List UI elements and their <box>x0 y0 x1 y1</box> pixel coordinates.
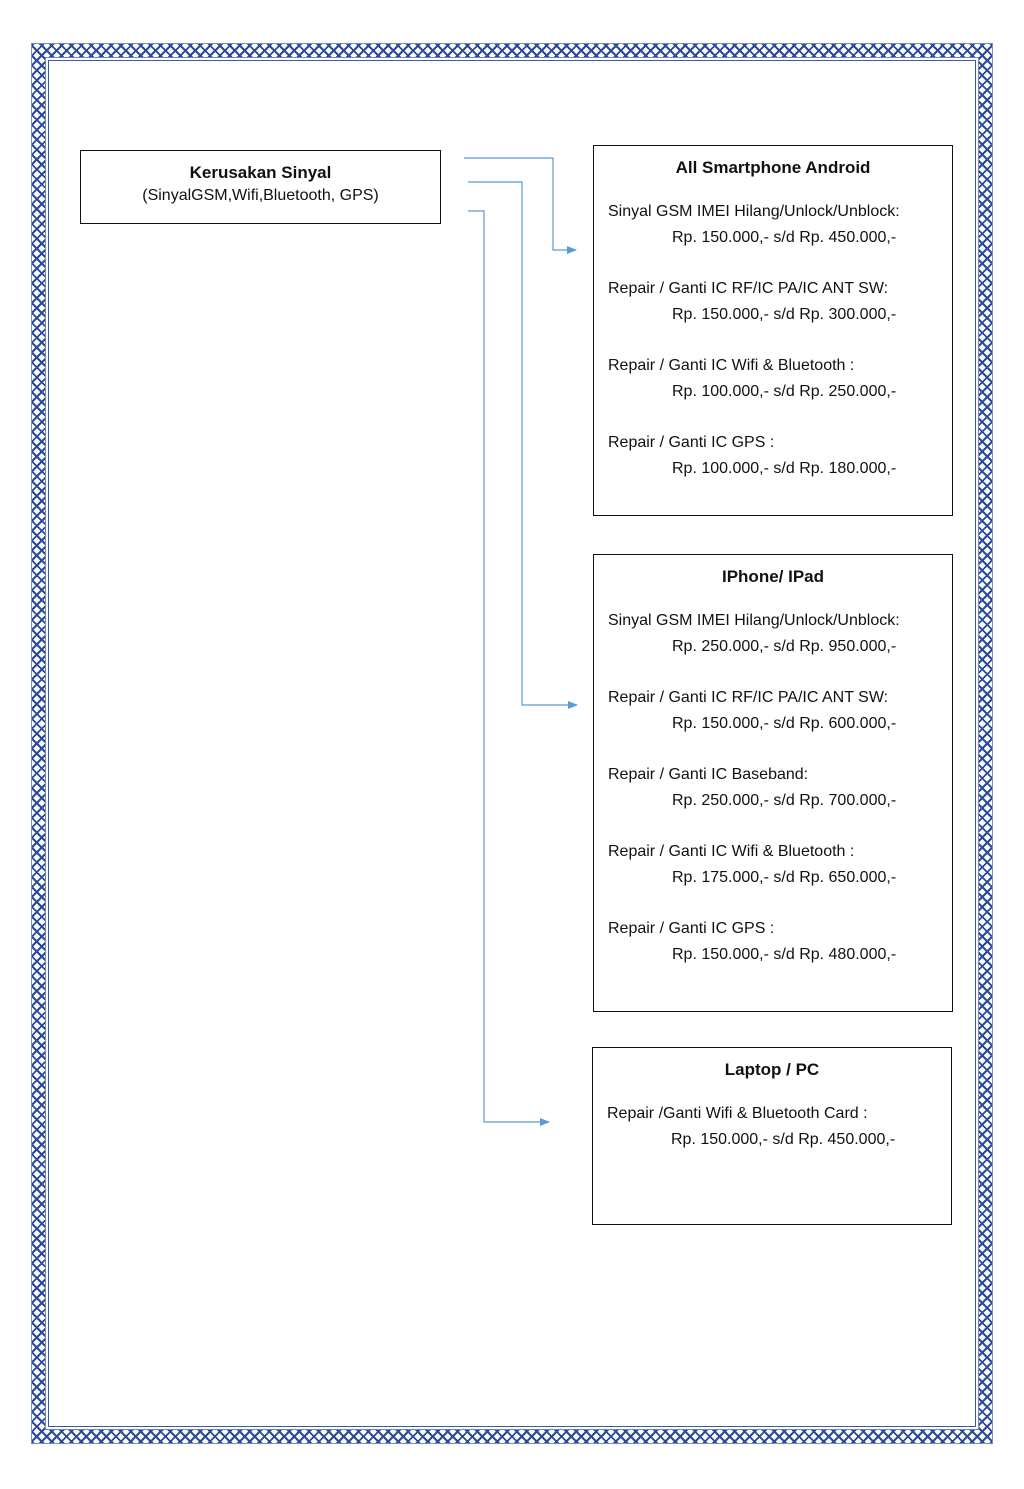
android-service-item: Repair / Ganti IC GPS : Rp. 100.000,- s/… <box>608 430 952 482</box>
service-price: Rp. 175.000,- s/d Rp. 650.000,- <box>672 869 897 886</box>
source-node-title: Kerusakan Sinyal <box>189 163 332 182</box>
service-price: Rp. 150.000,- s/d Rp. 450.000,- <box>671 1131 896 1148</box>
service-price: Rp. 150.000,- s/d Rp. 600.000,- <box>672 715 897 732</box>
service-name: Sinyal GSM IMEI Hilang/Unlock/Unblock: <box>608 612 900 629</box>
iphone-service-item: Repair / Ganti IC GPS : Rp. 150.000,- s/… <box>608 916 952 968</box>
laptop-service-item: Repair /Ganti Wifi & Bluetooth Card : Rp… <box>607 1101 951 1153</box>
service-price: Rp. 150.000,- s/d Rp. 450.000,- <box>672 229 897 246</box>
android-box-title: All Smartphone Android <box>675 158 871 177</box>
source-node-kerusakan-sinyal: Kerusakan Sinyal (SinyalGSM,Wifi,Bluetoo… <box>80 150 441 224</box>
laptop-price-box: Laptop / PC Repair /Ganti Wifi & Bluetoo… <box>592 1047 952 1225</box>
service-name: Repair / Ganti IC RF/IC PA/IC ANT SW: <box>608 689 889 706</box>
service-name: Repair / Ganti IC GPS : <box>608 434 775 451</box>
iphone-service-item: Repair / Ganti IC Baseband: Rp. 250.000,… <box>608 762 952 814</box>
service-name: Repair / Ganti IC GPS : <box>608 920 775 937</box>
service-name: Repair / Ganti IC RF/IC PA/IC ANT SW: <box>608 280 889 297</box>
service-name: Repair / Ganti IC Baseband: <box>608 766 809 783</box>
service-price: Rp. 150.000,- s/d Rp. 480.000,- <box>672 946 897 963</box>
service-name: Repair / Ganti IC Wifi & Bluetooth : <box>608 843 855 860</box>
service-price: Rp. 100.000,- s/d Rp. 250.000,- <box>672 383 897 400</box>
service-name: Repair / Ganti IC Wifi & Bluetooth : <box>608 357 855 374</box>
iphone-service-item: Sinyal GSM IMEI Hilang/Unlock/Unblock: R… <box>608 608 952 660</box>
laptop-box-title: Laptop / PC <box>724 1060 820 1079</box>
android-service-item: Sinyal GSM IMEI Hilang/Unlock/Unblock: R… <box>608 199 952 251</box>
android-price-box: All Smartphone Android Sinyal GSM IMEI H… <box>593 145 953 516</box>
source-node-subtitle: (SinyalGSM,Wifi,Bluetooth, GPS) <box>142 187 379 204</box>
iphone-box-title: IPhone/ IPad <box>721 567 825 586</box>
service-price: Rp. 150.000,- s/d Rp. 300.000,- <box>672 306 897 323</box>
android-service-item: Repair / Ganti IC Wifi & Bluetooth : Rp.… <box>608 353 952 405</box>
android-service-item: Repair / Ganti IC RF/IC PA/IC ANT SW: Rp… <box>608 276 952 328</box>
service-price: Rp. 100.000,- s/d Rp. 180.000,- <box>672 460 897 477</box>
iphone-service-item: Repair / Ganti IC RF/IC PA/IC ANT SW: Rp… <box>608 685 952 737</box>
service-name: Sinyal GSM IMEI Hilang/Unlock/Unblock: <box>608 203 900 220</box>
service-price: Rp. 250.000,- s/d Rp. 700.000,- <box>672 792 897 809</box>
service-name: Repair /Ganti Wifi & Bluetooth Card : <box>607 1105 868 1122</box>
iphone-price-box: IPhone/ IPad Sinyal GSM IMEI Hilang/Unlo… <box>593 554 953 1012</box>
service-price: Rp. 250.000,- s/d Rp. 950.000,- <box>672 638 897 655</box>
iphone-service-item: Repair / Ganti IC Wifi & Bluetooth : Rp.… <box>608 839 952 891</box>
